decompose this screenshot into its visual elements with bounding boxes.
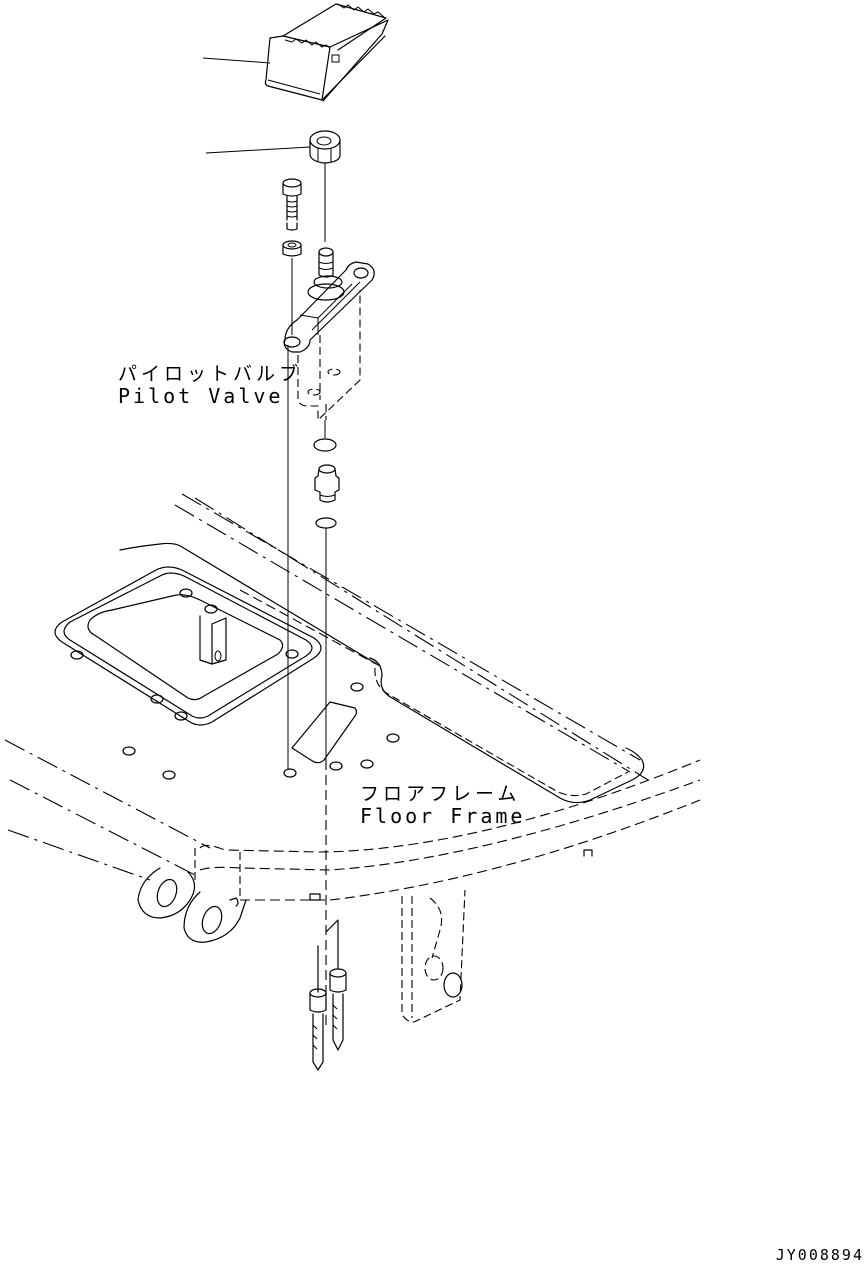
pilot-valve-label-en: Pilot Valve: [118, 384, 284, 408]
floor-frame-label-en: Floor Frame: [360, 804, 526, 828]
bolt-part: [282, 178, 302, 231]
pilot-valve-label: パイロットバルブ Pilot Valve: [118, 363, 302, 407]
floor-frame-label: フロアフレーム Floor Frame: [360, 783, 525, 827]
drawing-id: JY008894: [775, 1246, 864, 1264]
pilot-valve-part: [283, 247, 375, 438]
pedal-cover-part: [202, 3, 389, 102]
nut-part: [205, 130, 341, 242]
floor-frame-part: [4, 493, 701, 1030]
elbow-fitting-part: [314, 464, 340, 503]
floor-frame-label-jp: フロアフレーム: [360, 783, 521, 805]
pilot-valve-label-jp: パイロットバルブ: [118, 363, 303, 385]
o-ring-upper: [313, 438, 337, 452]
small-nut-part: [282, 240, 302, 335]
hoses-part: [309, 919, 347, 1071]
bolt-holes: [70, 588, 400, 780]
o-ring-lower: [315, 517, 337, 529]
